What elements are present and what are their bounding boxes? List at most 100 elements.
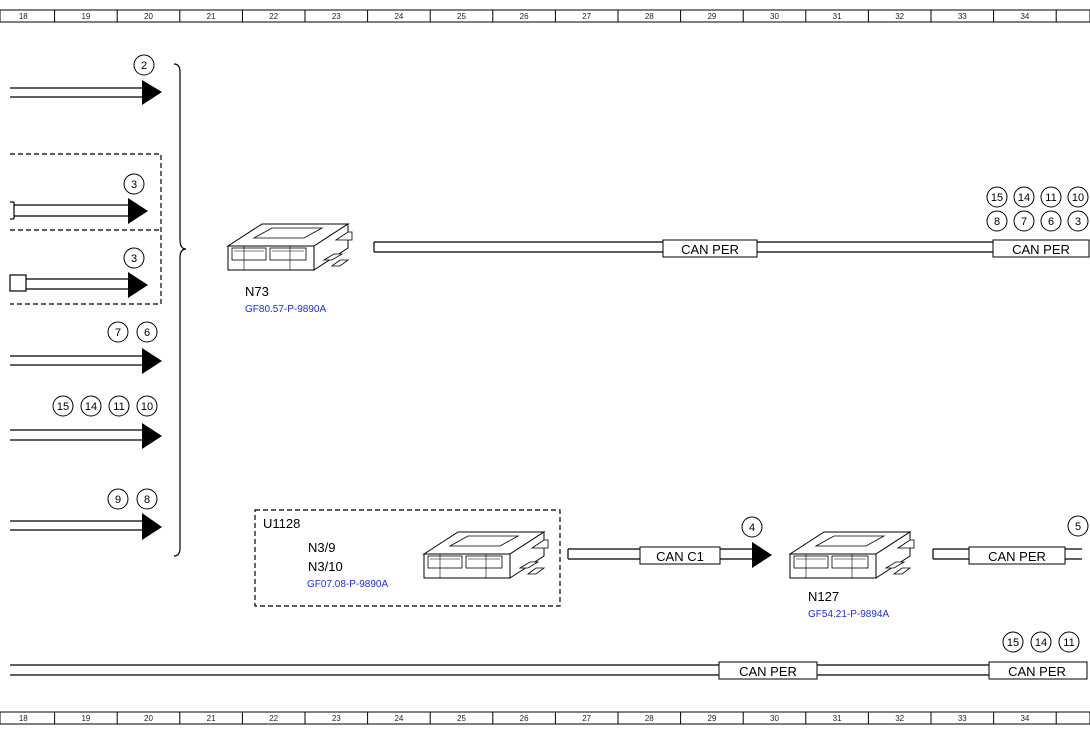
u1128-dashed-group: [254, 509, 561, 607]
top-ruler-tick: 21: [207, 12, 216, 21]
n3-10-label: N3/10: [308, 559, 343, 574]
n127-reference-link[interactable]: GF54.21-P-9894A: [808, 609, 889, 620]
can-per-bus-label[interactable]: CAN PER: [988, 661, 1088, 680]
bottom-ruler-tick: 27: [582, 714, 591, 723]
bottom-ruler-tick: 28: [645, 714, 654, 723]
connector-marker[interactable]: 7: [1013, 210, 1035, 232]
connector-marker[interactable]: 2: [133, 54, 155, 76]
connector-marker[interactable]: 3: [1067, 210, 1089, 232]
top-ruler-tick: 31: [833, 12, 842, 21]
top-ruler-tick: 24: [394, 12, 403, 21]
svg-text:CAN PER: CAN PER: [1008, 664, 1066, 679]
svg-text:14: 14: [1035, 637, 1047, 649]
svg-text:14: 14: [1018, 192, 1030, 204]
bottom-ruler-tick: 30: [770, 714, 779, 723]
connector-marker[interactable]: 8: [986, 210, 1008, 232]
connector-marker[interactable]: 9: [107, 488, 129, 510]
top-ruler-tick: 28: [645, 12, 654, 21]
u1128-reference-link[interactable]: GF07.08-P-9890A: [307, 579, 388, 590]
bottom-ruler: [0, 711, 1090, 725]
svg-text:11: 11: [113, 401, 124, 413]
bottom-ruler-tick: 34: [1020, 714, 1029, 723]
svg-text:8: 8: [144, 494, 150, 506]
can-per-bus-label[interactable]: CAN PER: [662, 239, 758, 258]
bottom-ruler-tick: 24: [394, 714, 403, 723]
svg-text:14: 14: [85, 401, 97, 413]
svg-text:CAN PER: CAN PER: [681, 242, 739, 257]
svg-text:CAN PER: CAN PER: [1012, 242, 1070, 257]
connector-marker[interactable]: 3: [123, 173, 145, 195]
connector-marker[interactable]: 10: [1067, 186, 1089, 208]
can-c1-bus-label[interactable]: CAN C1: [639, 546, 721, 565]
can-per-bus-label[interactable]: CAN PER: [718, 661, 818, 680]
connector-marker[interactable]: 14: [1013, 186, 1035, 208]
svg-text:7: 7: [115, 327, 121, 339]
bottom-ruler-tick: 20: [144, 714, 153, 723]
arrow-right-icon: [128, 80, 162, 540]
connector-marker[interactable]: 10: [136, 395, 158, 417]
top-ruler-tick: 23: [332, 12, 341, 21]
svg-text:4: 4: [749, 522, 755, 534]
connector-marker[interactable]: 7: [107, 321, 129, 343]
connector-marker[interactable]: 8: [136, 488, 158, 510]
connector-marker[interactable]: 11: [108, 395, 130, 417]
bottom-ruler-tick: 23: [332, 714, 341, 723]
control-unit-icon[interactable]: [423, 531, 549, 579]
top-ruler-tick: 26: [520, 12, 529, 21]
top-ruler: [0, 9, 1090, 23]
connector-marker[interactable]: 15: [986, 186, 1008, 208]
connector-marker[interactable]: 15: [1002, 631, 1024, 653]
svg-text:11: 11: [1045, 192, 1056, 204]
top-ruler-tick: 25: [457, 12, 466, 21]
connector-marker[interactable]: 14: [1030, 631, 1052, 653]
top-ruler-tick: 22: [269, 12, 278, 21]
svg-text:CAN PER: CAN PER: [988, 549, 1046, 564]
n73-reference-link[interactable]: GF80.57-P-9890A: [245, 304, 326, 315]
svg-text:10: 10: [141, 401, 153, 413]
top-ruler-tick: 32: [895, 12, 904, 21]
svg-text:2: 2: [141, 60, 147, 72]
svg-text:11: 11: [1063, 637, 1074, 649]
n127-label: N127: [808, 589, 839, 604]
connector-marker[interactable]: 6: [1040, 210, 1062, 232]
arrow-right-icon: [752, 542, 772, 568]
svg-text:3: 3: [1075, 216, 1081, 228]
svg-text:CAN PER: CAN PER: [739, 664, 797, 679]
top-ruler-tick: 33: [958, 12, 967, 21]
left-signal-lines: [9, 87, 142, 531]
n3-9-label: N3/9: [308, 540, 335, 555]
u1128-label: U1128: [263, 516, 300, 531]
svg-text:7: 7: [1021, 216, 1027, 228]
bottom-ruler-tick: 33: [958, 714, 967, 723]
bottom-ruler-tick: 21: [207, 714, 216, 723]
bottom-ruler-tick: 22: [269, 714, 278, 723]
connector-marker[interactable]: 11: [1040, 186, 1062, 208]
connector-marker[interactable]: 14: [80, 395, 102, 417]
bottom-right-connector-markers: 15 14 11: [1002, 631, 1080, 653]
bottom-ruler-tick: 18: [19, 714, 28, 723]
can-per-bus-label[interactable]: CAN PER: [968, 546, 1066, 565]
left-connector-markers: 2 3 3 7 6 15 14 11 10 9 8: [52, 54, 158, 510]
connector-marker[interactable]: 5: [1067, 515, 1089, 537]
connector-marker[interactable]: 11: [1058, 631, 1080, 653]
n73-label: N73: [245, 284, 269, 299]
connector-marker[interactable]: 6: [136, 321, 158, 343]
top-ruler-tick: 30: [770, 12, 779, 21]
connector-marker[interactable]: 3: [123, 247, 145, 269]
connector-marker[interactable]: 15: [52, 395, 74, 417]
control-unit-icon[interactable]: [227, 223, 353, 271]
control-unit-icon[interactable]: [789, 531, 915, 579]
bottom-ruler-tick: 26: [520, 714, 529, 723]
bottom-ruler-tick: 19: [81, 714, 90, 723]
svg-text:15: 15: [1007, 637, 1019, 649]
svg-text:15: 15: [991, 192, 1003, 204]
svg-text:3: 3: [131, 179, 137, 191]
bottom-ruler-tick: 29: [707, 714, 716, 723]
connector-marker[interactable]: 4: [741, 516, 763, 538]
can-per-bus-label[interactable]: CAN PER: [992, 239, 1090, 258]
svg-text:3: 3: [131, 253, 137, 265]
left-dashed-group: [10, 153, 162, 305]
top-right-connector-markers: 15 14 11 10 8 7 6 3: [986, 186, 1089, 232]
svg-text:15: 15: [57, 401, 69, 413]
